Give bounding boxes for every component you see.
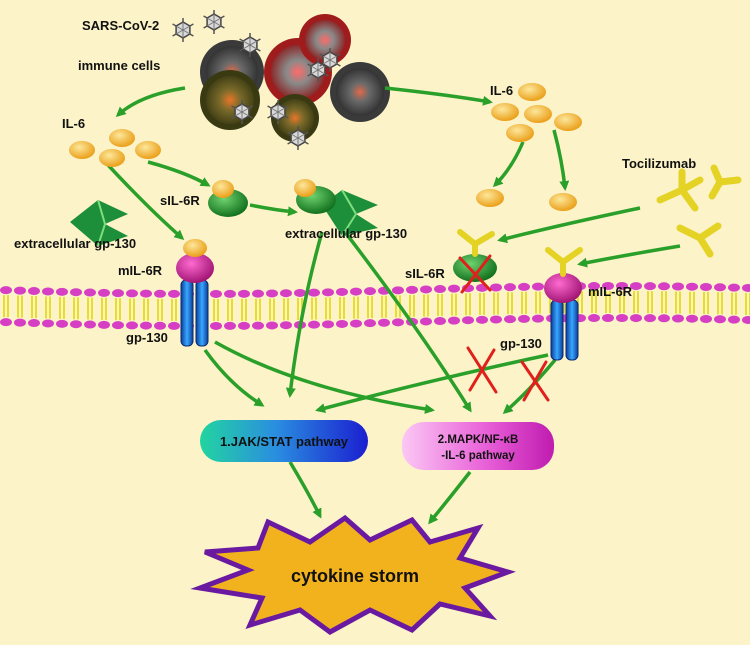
virus-icon xyxy=(239,33,261,57)
label-ext-gp130-left: extracellular gp-130 xyxy=(14,236,136,251)
il6-molecule xyxy=(294,179,316,197)
virus-icon xyxy=(267,100,289,124)
il6-molecule xyxy=(554,113,582,131)
virus-icon xyxy=(231,100,253,124)
arrow-il6-down-2 xyxy=(552,129,570,191)
label-gp130-right: gp-130 xyxy=(500,336,542,351)
il6-molecules-left xyxy=(69,129,161,167)
antibody-icon xyxy=(676,222,722,258)
il6-molecules-right xyxy=(476,83,582,211)
inhibition-marks xyxy=(458,254,550,402)
membrane-receptor-left xyxy=(176,239,214,347)
label-tocilizumab: Tocilizumab xyxy=(622,156,696,171)
membrane-receptor-right xyxy=(544,247,583,361)
label-il6-left: IL-6 xyxy=(62,116,85,131)
arrow-cells-to-il6 xyxy=(115,86,186,118)
jak-stat-pathway: 1.JAK/STAT pathway xyxy=(200,420,368,462)
virus-icon xyxy=(319,48,341,72)
label-mil6r-right: mIL-6R xyxy=(588,284,633,299)
label-il6-right: IL-6 xyxy=(490,83,513,98)
arrow-il6-to-sil6r xyxy=(147,160,211,187)
label-sil6r-right: sIL-6R xyxy=(405,266,445,281)
inhibit-x-icon xyxy=(466,346,498,394)
il6-molecule xyxy=(69,141,95,159)
arrow-mapk-to-storm xyxy=(428,470,472,525)
label-sil6r-left: sIL-6R xyxy=(160,193,200,208)
il6-sil6r-gp130-complex xyxy=(294,179,378,237)
immune-cell-dark xyxy=(330,62,390,122)
arrow-il6-to-mil6r xyxy=(106,163,185,240)
label-ext-gp130-center: extracellular gp-130 xyxy=(285,226,407,241)
arrow-complex-to-jak xyxy=(285,231,324,398)
il6-molecule xyxy=(549,193,577,211)
mil6r-receptor xyxy=(176,253,214,283)
il6-molecule xyxy=(99,149,125,167)
cytokine-storm-burst: cytokine storm xyxy=(190,514,516,635)
arrow-gp130-to-jak xyxy=(203,348,265,407)
immune-cell-olive xyxy=(200,70,260,130)
arrows xyxy=(106,86,681,525)
il6-molecule xyxy=(524,105,552,123)
label-gp130-left: gp-130 xyxy=(126,330,168,345)
immune-cell-red xyxy=(299,14,351,66)
il6-molecule xyxy=(506,124,534,142)
cytokine-storm-label: cytokine storm xyxy=(291,566,419,586)
inhibit-x-icon xyxy=(458,254,492,294)
il6-molecule xyxy=(212,180,234,198)
il6-molecule xyxy=(183,239,207,257)
antibody-icon xyxy=(656,168,704,212)
mapk-label-line2: -IL-6 pathway xyxy=(441,450,515,462)
virus-icon xyxy=(307,58,329,82)
extracellular-gp130-left xyxy=(70,199,128,247)
il6-molecule xyxy=(518,83,546,101)
mapk-nfkb-pathway: 2.MAPK/NF-κB -IL-6 pathway xyxy=(402,422,554,470)
arrow-gp130-to-mapk xyxy=(214,340,435,414)
label-mil6r-left: mIL-6R xyxy=(118,263,163,278)
label-virus: SARS-CoV-2 xyxy=(82,18,159,33)
il6-molecule xyxy=(109,129,135,147)
cell-membrane xyxy=(0,282,750,330)
antibody-icon xyxy=(457,229,495,257)
antibody-icon xyxy=(545,247,583,277)
arrow-tocilizumab-to-sil6r xyxy=(497,206,641,244)
arrow-gp130r-to-mapk xyxy=(502,358,557,414)
inhibit-x-icon xyxy=(520,360,550,402)
arrow-complex-to-mapk xyxy=(343,230,472,413)
antibody-icon xyxy=(708,164,742,200)
arrow-sil6r-to-complex xyxy=(249,203,298,217)
arrow-il6-down-1 xyxy=(492,141,525,188)
mil6r-receptor xyxy=(544,273,582,303)
arrow-jak-to-storm xyxy=(288,461,322,519)
jak-stat-label: 1.JAK/STAT pathway xyxy=(220,434,349,449)
il6-molecule xyxy=(491,103,519,121)
label-immune-cells: immune cells xyxy=(78,58,160,73)
labels: SARS-CoV-2 immune cells IL-6 IL-6 sIL-6R… xyxy=(14,18,696,351)
sil6r-complex-left xyxy=(208,180,248,217)
il6-molecule xyxy=(476,189,504,207)
virus-icon xyxy=(172,18,194,42)
il6-molecule xyxy=(135,141,161,159)
arrow-cells-to-il6-right xyxy=(384,86,493,106)
immune-cell-cluster xyxy=(200,14,390,142)
virus-icon xyxy=(203,10,225,34)
virus-icon xyxy=(287,126,309,150)
virus-particles xyxy=(172,10,341,150)
immune-cell-olive xyxy=(271,94,319,142)
arrow-tocilizumab-to-mil6r xyxy=(577,244,681,268)
mapk-label-line1: 2.MAPK/NF-κB xyxy=(438,434,519,446)
tocilizumab-antibodies xyxy=(656,164,742,258)
arrow-gp130r-to-jak xyxy=(315,353,549,414)
